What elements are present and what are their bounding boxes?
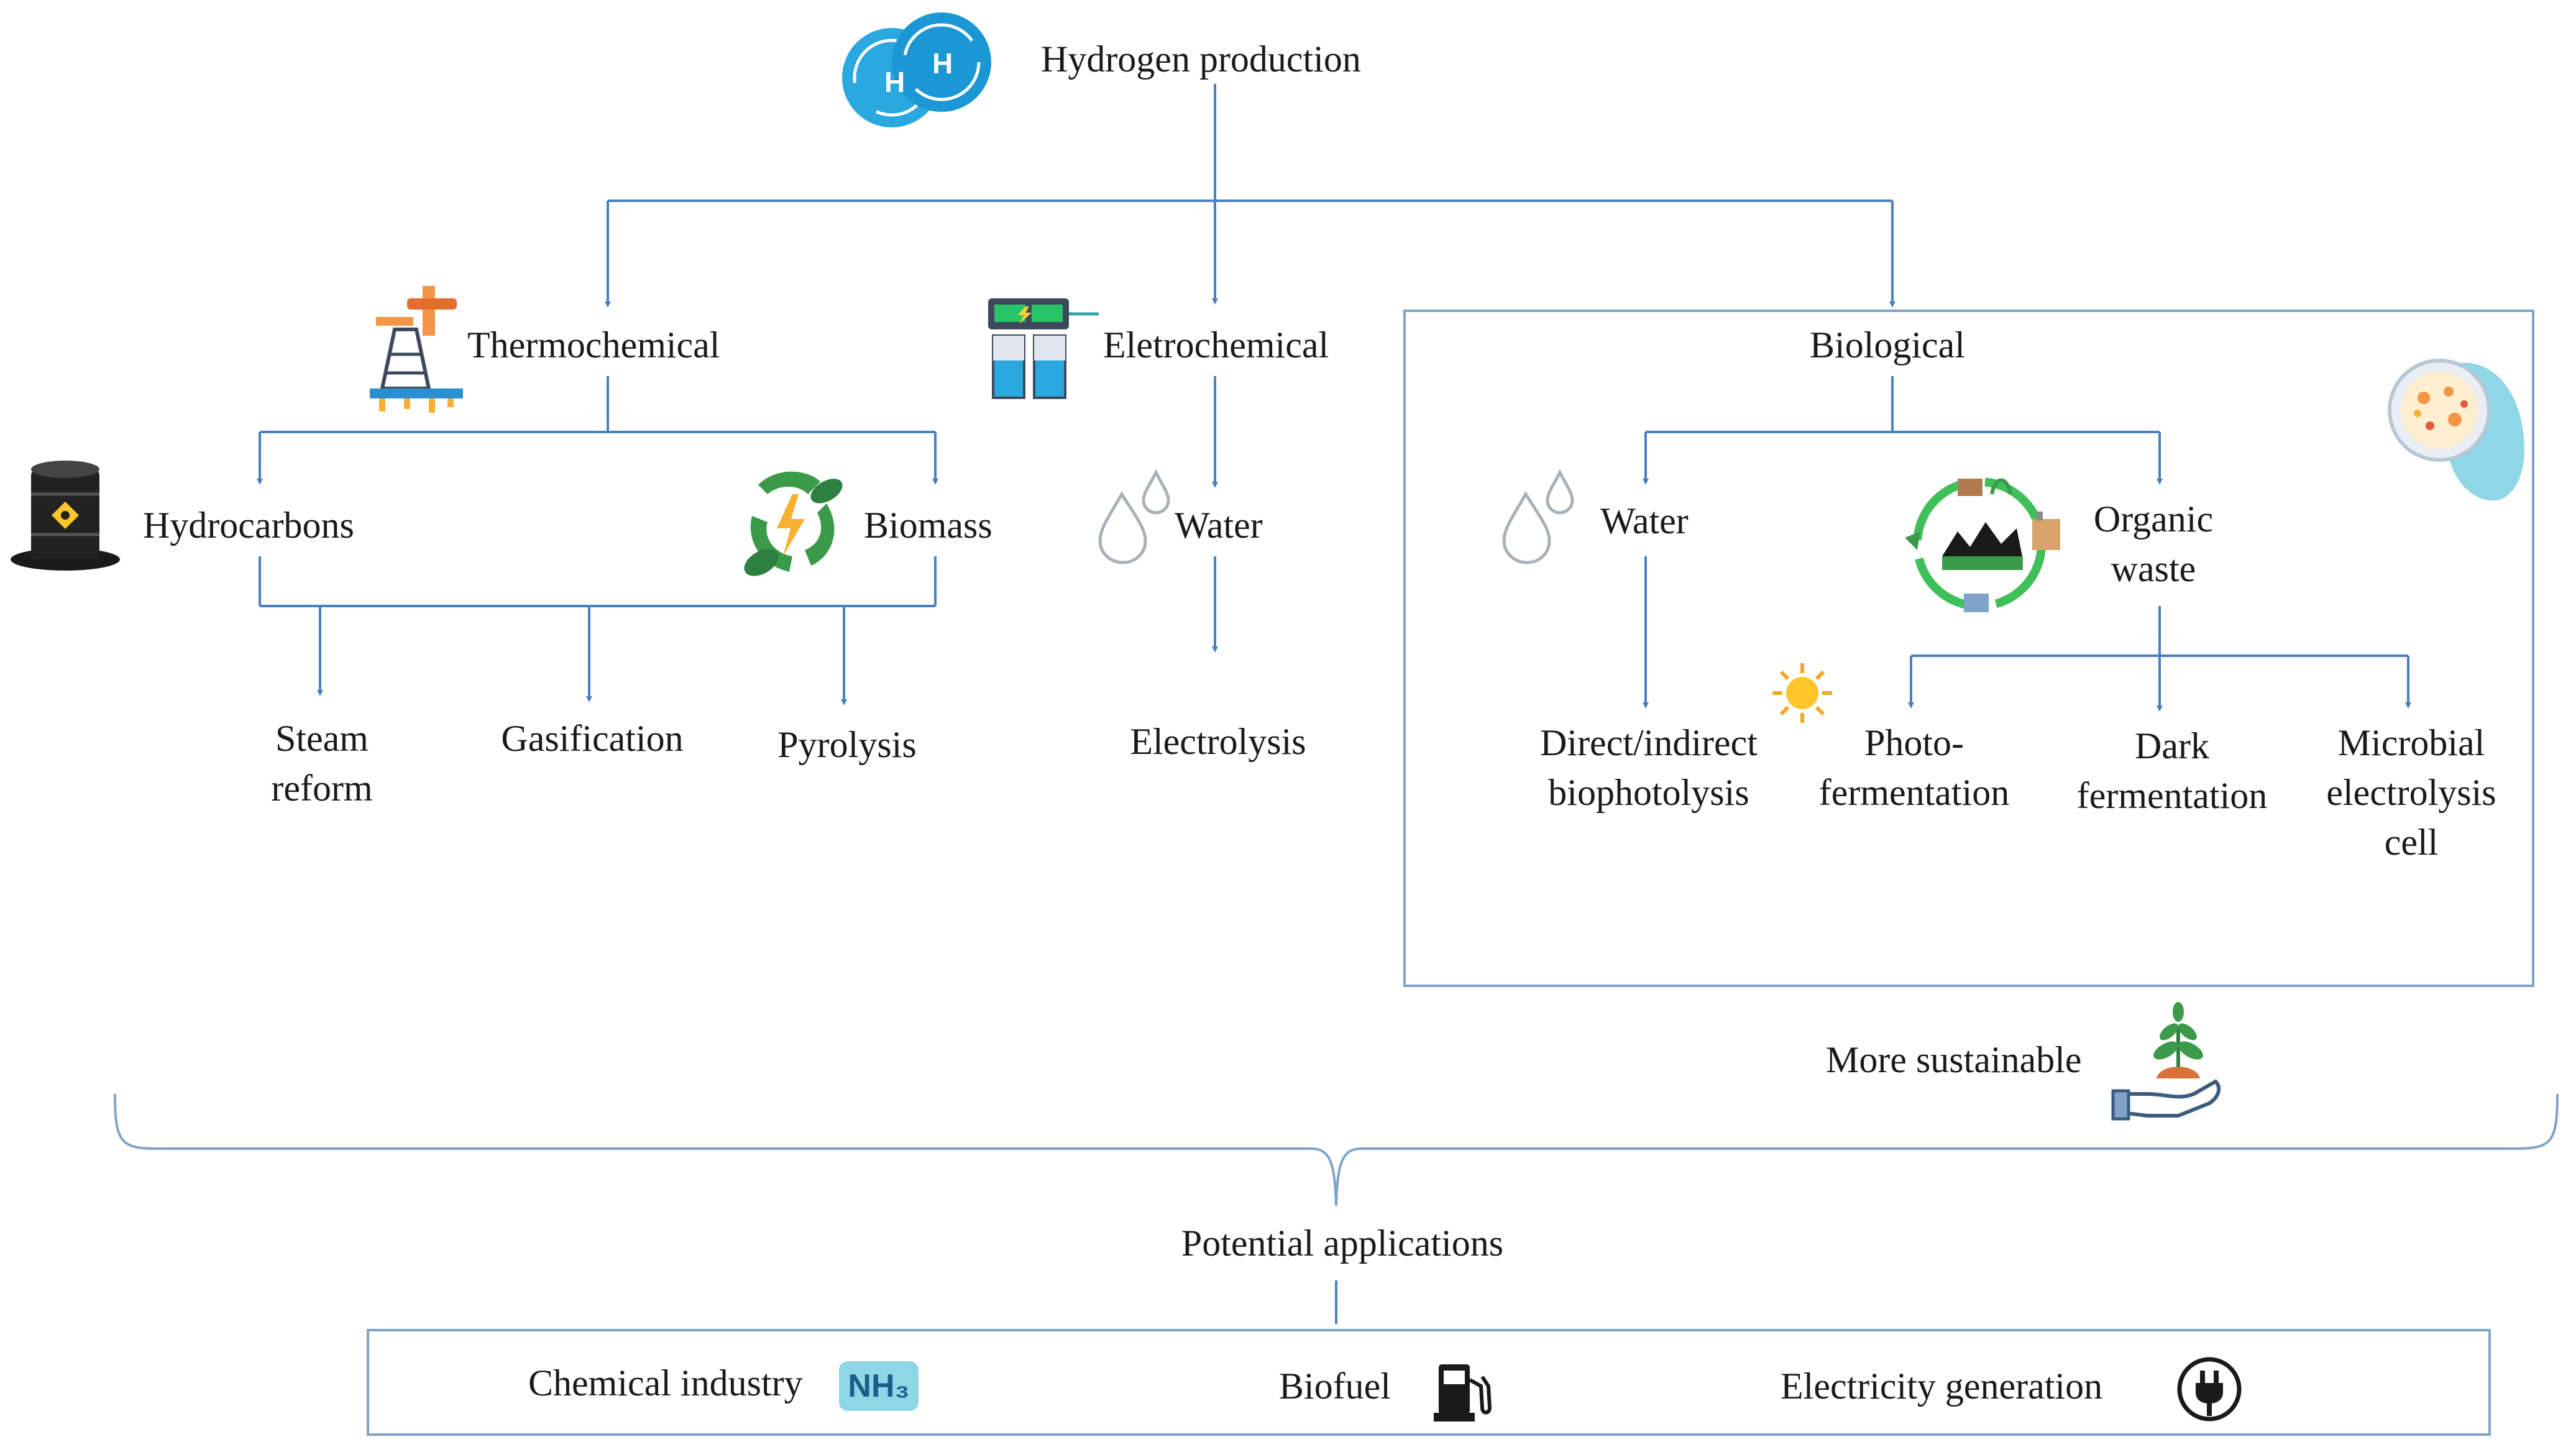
process-microbial-electrolysis-cell: Microbial electrolysis cell <box>2326 722 2496 863</box>
biological-box <box>1403 310 2534 987</box>
biomass-energy-icon <box>744 471 843 576</box>
process-photo-fermentation: Photo- fermentation <box>1818 722 2010 813</box>
organic-waste-label: Organic waste <box>2093 498 2214 589</box>
applications-heading: Potential applications <box>1181 1223 1504 1264</box>
svg-text:H: H <box>884 66 905 98</box>
electrolyzer-icon <box>988 298 1099 399</box>
thermochemical-label: Thermochemical <box>467 324 720 365</box>
sun-icon <box>1772 663 1832 723</box>
oil-pump-icon <box>370 286 463 413</box>
diagram-title: Hydrogen production <box>1041 39 1361 80</box>
application-electricity-generation: Electricity generation <box>1781 1366 2103 1407</box>
organic-waste-cycle-icon <box>1905 477 2060 612</box>
process-gasification: Gasification <box>501 718 684 759</box>
svg-text:H: H <box>932 47 953 80</box>
electrochemical-label: Eletrochemical <box>1103 324 1329 365</box>
brace <box>114 1093 2559 1206</box>
petri-dish-hand-icon <box>2388 359 2524 501</box>
applications-box <box>367 1329 2491 1436</box>
water-drops-icon <box>1502 469 1574 564</box>
biological-label: Biological <box>1810 324 1965 365</box>
hand-plant-icon <box>2111 1002 2221 1121</box>
more-sustainable-label: More sustainable <box>1826 1039 2082 1080</box>
hydrogen-molecule-icon: H H <box>842 12 991 127</box>
power-plug-icon <box>2177 1357 2242 1422</box>
process-electrolysis: Electrolysis <box>1130 721 1306 762</box>
application-chemical-industry: Chemical industry <box>528 1362 803 1403</box>
process-dark-fermentation: Dark fermentation <box>2076 725 2268 816</box>
oil-barrel-icon <box>11 461 120 571</box>
biomass-label: Biomass <box>864 505 992 546</box>
application-biofuel: Biofuel <box>1279 1366 1391 1407</box>
biological-water-label: Water <box>1600 500 1689 541</box>
electrochemical-water-label: Water <box>1175 505 1263 546</box>
fuel-pump-icon <box>1434 1364 1492 1422</box>
process-biophotolysis: Direct/indirect biophotolysis <box>1540 722 1758 813</box>
process-pyrolysis: Pyrolysis <box>777 724 917 765</box>
water-drops-icon <box>1098 469 1170 564</box>
process-steam-reform: Steam reform <box>271 718 373 809</box>
hydrocarbons-label: Hydrocarbons <box>143 505 354 546</box>
ammonia-icon: NH₃ <box>839 1361 919 1411</box>
